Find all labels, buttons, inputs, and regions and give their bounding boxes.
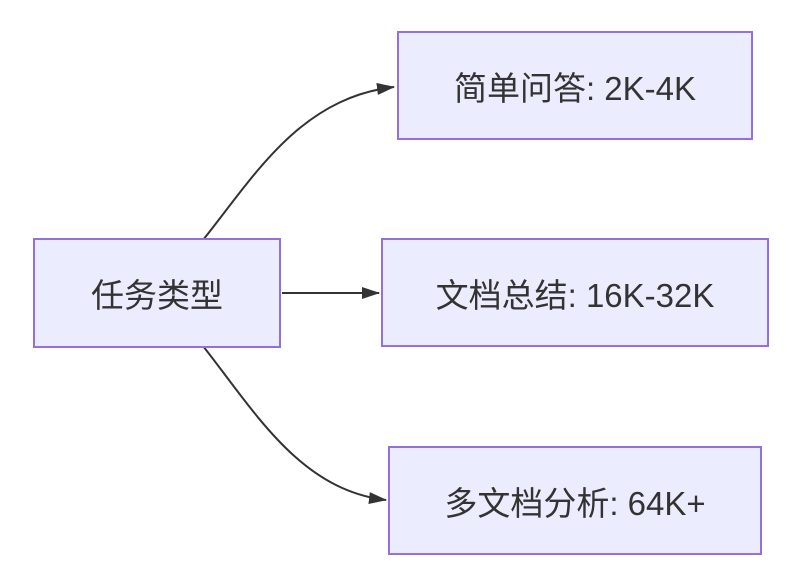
edge-root-to-multi [202, 345, 387, 504]
node-doc-summary: 文档总结: 16K-32K [381, 238, 769, 347]
node-simple-qa: 简单问答: 2K-4K [397, 31, 753, 140]
edge-root-to-qa [202, 83, 395, 241]
node-task-type: 任务类型 [33, 238, 281, 348]
node-multi-doc-analysis: 多文档分析: 64K+ [388, 446, 762, 555]
